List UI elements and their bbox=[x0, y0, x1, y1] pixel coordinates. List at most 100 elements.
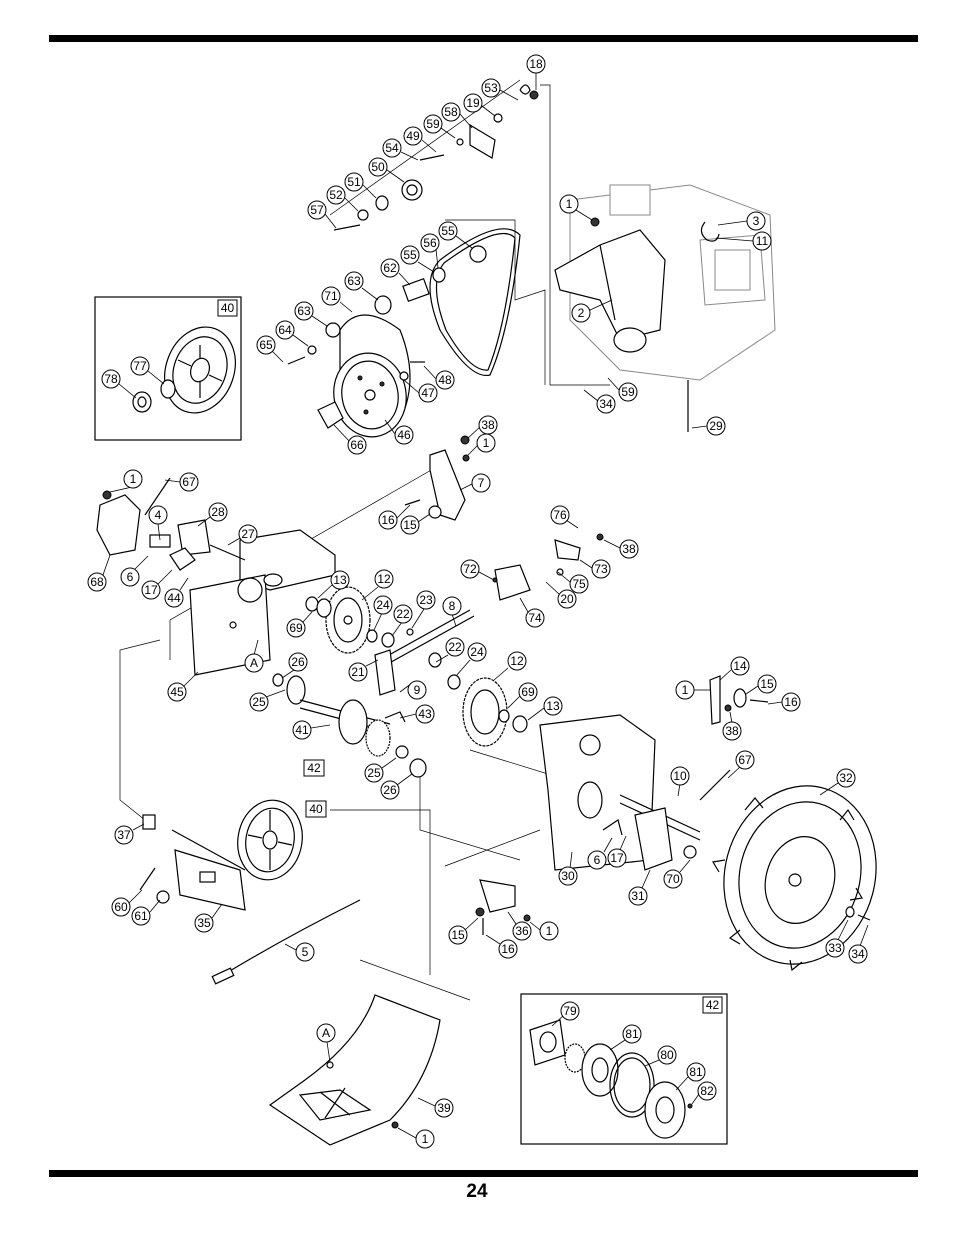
bottom-rule bbox=[49, 1170, 918, 1177]
svg-text:79: 79 bbox=[563, 1004, 577, 1018]
svg-text:30: 30 bbox=[561, 869, 575, 883]
svg-text:A: A bbox=[250, 656, 258, 670]
svg-text:38: 38 bbox=[481, 418, 495, 432]
callout-28: 28 bbox=[197, 502, 228, 527]
svg-text:25: 25 bbox=[367, 766, 381, 780]
callout-16-right: 16 bbox=[767, 692, 801, 712]
svg-text:66: 66 bbox=[350, 438, 364, 452]
svg-text:78: 78 bbox=[104, 372, 118, 386]
svg-text:9: 9 bbox=[414, 683, 421, 697]
svg-text:36: 36 bbox=[515, 924, 529, 938]
svg-text:69: 69 bbox=[521, 685, 535, 699]
callout-62: 62 bbox=[380, 258, 411, 286]
inset-label-42: 42 bbox=[702, 996, 723, 1014]
callout-3: 3 bbox=[717, 211, 766, 231]
page-number: 24 bbox=[466, 1181, 488, 1202]
callout-48: 48 bbox=[423, 365, 455, 390]
callout-17-right: 17 bbox=[607, 835, 627, 868]
callout-46: 46 bbox=[384, 419, 414, 445]
ref-label-42: 42 bbox=[303, 759, 325, 777]
svg-text:45: 45 bbox=[170, 685, 184, 699]
svg-text:15: 15 bbox=[451, 928, 465, 942]
svg-text:17: 17 bbox=[610, 851, 624, 865]
svg-text:1: 1 bbox=[422, 1132, 429, 1146]
svg-text:28: 28 bbox=[211, 505, 225, 519]
svg-text:41: 41 bbox=[295, 723, 309, 737]
svg-text:81: 81 bbox=[689, 1065, 703, 1079]
svg-text:27: 27 bbox=[241, 527, 255, 541]
callout-69-lower: 69 bbox=[507, 682, 538, 709]
svg-text:69: 69 bbox=[289, 621, 303, 635]
svg-text:74: 74 bbox=[528, 611, 542, 625]
svg-text:1: 1 bbox=[546, 924, 553, 938]
callout-34-engine: 34 bbox=[583, 389, 616, 414]
callout-21: 21 bbox=[348, 659, 379, 682]
svg-text:16: 16 bbox=[784, 695, 798, 709]
callout-57: 57 bbox=[307, 200, 337, 229]
callout-70: 70 bbox=[663, 859, 691, 889]
inset-box-pulley-assembly: 40 bbox=[94, 296, 242, 441]
svg-text:43: 43 bbox=[418, 707, 432, 721]
callout-27: 27 bbox=[227, 524, 258, 546]
callout-38-top: 38 bbox=[467, 415, 498, 439]
callout-10: 10 bbox=[670, 766, 690, 797]
svg-text:31: 31 bbox=[631, 889, 645, 903]
callout-1-left: 1 bbox=[109, 469, 143, 493]
svg-text:42: 42 bbox=[307, 761, 321, 775]
svg-text:64: 64 bbox=[278, 323, 292, 337]
callout-5: 5 bbox=[284, 942, 315, 962]
svg-text:73: 73 bbox=[594, 562, 608, 576]
svg-text:44: 44 bbox=[167, 591, 181, 605]
svg-text:32: 32 bbox=[839, 771, 853, 785]
svg-text:26: 26 bbox=[291, 655, 305, 669]
svg-text:13: 13 bbox=[546, 699, 560, 713]
callout-13-upper: 13 bbox=[317, 570, 350, 599]
callout-36: 36 bbox=[507, 911, 532, 941]
svg-text:A: A bbox=[322, 1026, 330, 1040]
svg-text:3: 3 bbox=[753, 214, 760, 228]
svg-text:67: 67 bbox=[182, 475, 196, 489]
svg-text:67: 67 bbox=[738, 753, 752, 767]
callout-30: 30 bbox=[558, 851, 578, 886]
callout-1-engine: 1 bbox=[559, 194, 593, 221]
callout-41: 41 bbox=[292, 720, 331, 740]
svg-text:77: 77 bbox=[133, 359, 147, 373]
svg-text:65: 65 bbox=[259, 338, 273, 352]
svg-text:6: 6 bbox=[127, 570, 134, 584]
callout-7: 7 bbox=[459, 473, 491, 493]
callout-81-lower: 81 bbox=[675, 1062, 706, 1091]
svg-text:6: 6 bbox=[594, 853, 601, 867]
callout-layer: 18 53 19 58 59 49 54 50 51 52 57 55 56 5… bbox=[87, 54, 869, 1149]
callout-4: 4 bbox=[148, 505, 168, 541]
svg-text:33: 33 bbox=[828, 941, 842, 955]
svg-text:38: 38 bbox=[725, 724, 739, 738]
svg-text:20: 20 bbox=[560, 592, 574, 606]
callout-76: 76 bbox=[550, 505, 579, 529]
svg-text:25: 25 bbox=[252, 695, 266, 709]
callout-67-left: 67 bbox=[164, 472, 199, 492]
svg-text:11: 11 bbox=[756, 234, 769, 248]
callout-74: 74 bbox=[519, 597, 545, 628]
callout-11: 11 bbox=[715, 231, 772, 251]
svg-text:34: 34 bbox=[851, 947, 865, 961]
svg-text:47: 47 bbox=[421, 386, 435, 400]
callout-50: 50 bbox=[368, 157, 405, 183]
right-housing-wheel-assembly bbox=[475, 675, 877, 972]
hub-inset-drawing bbox=[529, 1019, 693, 1139]
callout-6-right: 6 bbox=[587, 837, 613, 870]
svg-text:15: 15 bbox=[760, 677, 774, 691]
svg-text:29: 29 bbox=[709, 419, 723, 433]
svg-text:59: 59 bbox=[426, 117, 440, 131]
callout-16-bracket: 16 bbox=[378, 504, 411, 530]
svg-text:68: 68 bbox=[90, 575, 104, 589]
top-rule bbox=[49, 35, 918, 42]
callout-9: 9 bbox=[399, 680, 427, 700]
callout-58: 58 bbox=[441, 102, 473, 129]
svg-text:40: 40 bbox=[221, 301, 235, 315]
svg-text:46: 46 bbox=[397, 428, 411, 442]
callout-13-lower: 13 bbox=[527, 696, 563, 721]
gear-shaft-assembly bbox=[272, 533, 604, 778]
pulley-inset-drawing bbox=[132, 326, 236, 414]
callout-1-plate: 1 bbox=[397, 1127, 435, 1149]
svg-text:54: 54 bbox=[385, 141, 399, 155]
